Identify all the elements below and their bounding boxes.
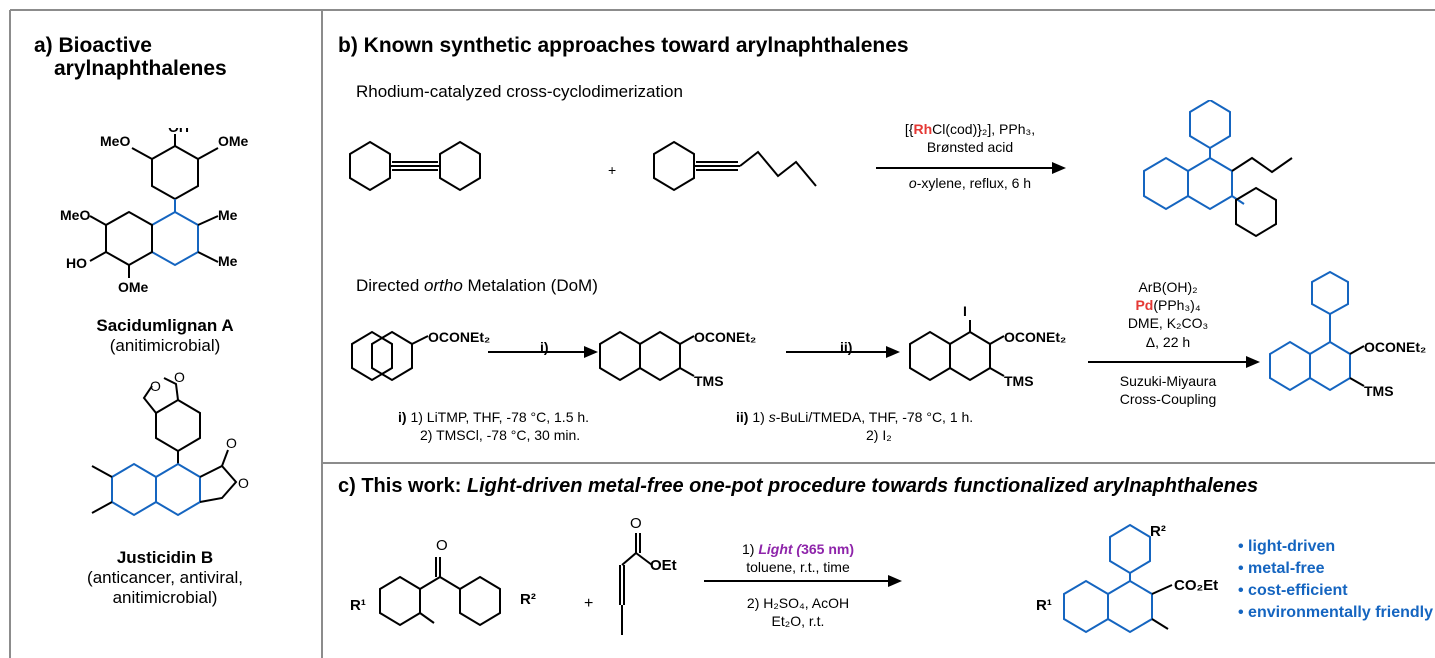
prod-r2: R² [1150,523,1166,540]
sacidumlignan-a-caption: Sacidumlignan A (anitimicrobial) [96,316,234,355]
int2-tms: TMS [1004,373,1034,389]
suzuki-conditions: ArB(OH)₂ Pd(PPh₃)₄ DME, K₂CO₃ Δ, 22 h [1127,279,1209,350]
route2-product-phenyl [1311,270,1349,330]
panel-a-title: a) Bioactive arylnaphthalenes [34,34,227,81]
route2-scheme [351,320,1365,392]
bullet-item: • cost-efficient [1238,582,1348,599]
sacidumlignan-a-structure: OH MeO OMe MeO Me HO Me OMe [60,128,249,295]
step-ii-label: ii) [840,339,853,355]
route2-title: Directed ortho Metalation (DoM) [356,276,598,295]
prod-carbamate: OCONEt₂ [1364,339,1427,355]
plus-sign: + [608,162,617,178]
ome-label: OMe [118,279,149,295]
int2-carbamate: OCONEt₂ [1004,329,1067,345]
allene-o: O [630,515,642,532]
panel-b-title: b) Known synthetic approaches toward ary… [338,34,909,57]
feature-bullets: • light-driven • metal-free • cost-effic… [1238,536,1433,624]
sm-r2: R² [520,591,536,608]
sm-carbamate: OCONEt₂ [428,329,491,345]
sm-carbonyl-o: O [436,537,448,554]
panel-c-title: c) This work: Light-driven metal-free on… [338,475,1259,497]
o-label: O [238,475,249,491]
step-ii-notes: ii) 1) s-BuLi/TMEDA, THF, -78 °C, 1 h. 2… [736,409,974,444]
int1-carbamate: OCONEt₂ [694,329,757,345]
justicidin-b-caption: Justicidin B (anticancer, antiviral, ani… [87,548,243,607]
prod-r1: R¹ [1036,597,1052,614]
route1-conditions-below: o-xylene, reflux, 6 h [908,175,1032,191]
o-label: O [150,378,161,394]
meo-label: MeO [100,133,130,149]
sm-r1: R¹ [350,597,366,614]
route1-title: Rhodium-catalyzed cross-cyclodimerizatio… [356,82,683,101]
int2-iodo: I [963,303,967,319]
o-label: O [174,369,185,385]
me-label: Me [218,207,238,223]
ho-label: HO [66,255,87,271]
route1-conditions: [{RhCl(cod)}₂], PPh₃, Brønsted acid [904,121,1036,156]
oh-label: OH [168,128,189,135]
panel-c-scheme [379,523,1173,635]
int1-tms: TMS [694,373,724,389]
allene-oet: OEt [650,557,677,574]
suzuki-name: Suzuki-Miyaura Cross-Coupling [1119,373,1217,408]
meo-label: MeO [60,207,90,223]
bullet-item: • light-driven [1238,538,1336,555]
me-label: Me [218,253,238,269]
prod-co2et: CO₂Et [1174,577,1219,594]
panel-c-conditions-below: 2) H₂SO₄, AcOH Et₂O, r.t. [746,595,850,630]
plus-sign: + [584,595,594,612]
step-i-label: i) [540,339,549,355]
route1-scheme [349,100,1293,238]
bullet-item: • environmentally friendly [1238,604,1433,621]
justicidin-b-structure: O O O O [91,369,249,517]
panel-c-conditions: 1) Light (365 nm) toluene, r.t., time [741,541,855,576]
ome-label: OMe [218,133,249,149]
step-i-notes: i) 1) LiTMP, THF, -78 °C, 1.5 h. 2) TMSC… [398,409,590,444]
prod-tms: TMS [1364,383,1394,399]
o-label: O [226,435,237,451]
bullet-item: • metal-free [1238,560,1325,577]
